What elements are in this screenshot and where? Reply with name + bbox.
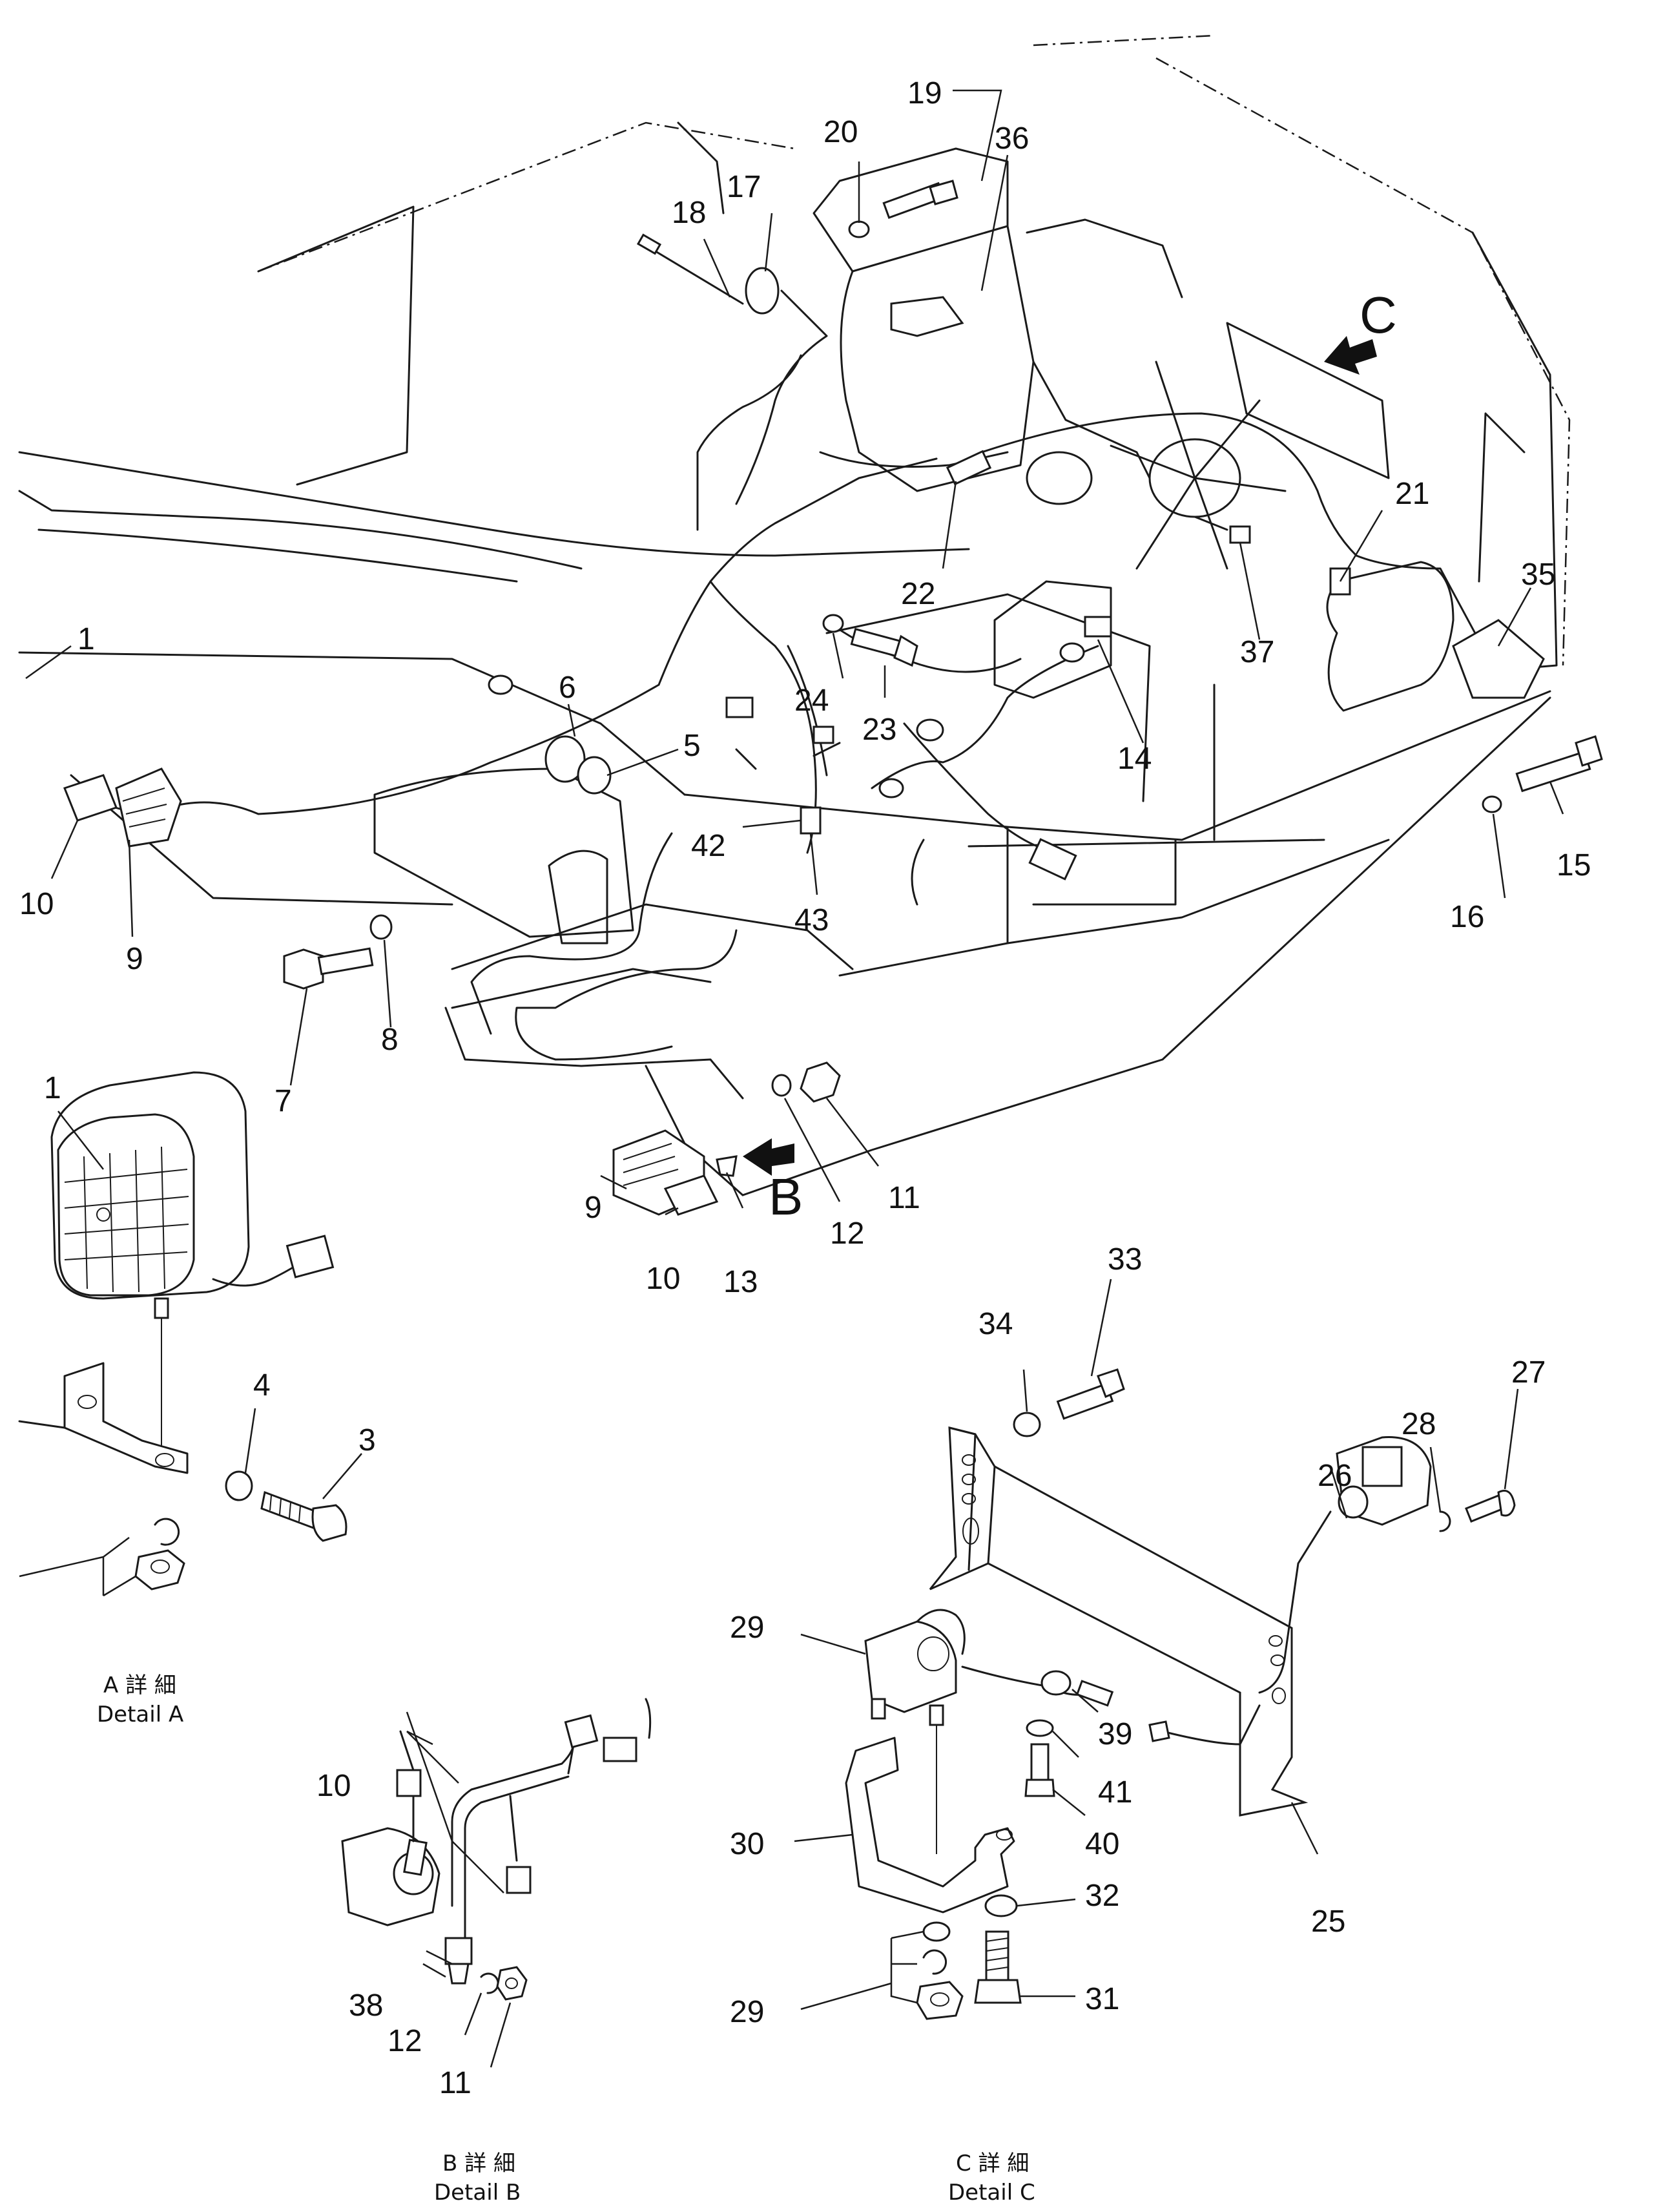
detail-a (18, 1071, 347, 1597)
detail-a-caption-en: Detail A (97, 1702, 183, 1727)
callout-35: 35 (1521, 558, 1555, 592)
machine-frame (18, 34, 1571, 1196)
callout-24: 24 (794, 683, 829, 718)
callout-30: 30 (730, 1827, 764, 1861)
callout-38: 38 (349, 1988, 383, 2023)
view-marker-c: C (1360, 286, 1397, 344)
callout-10: 10 (646, 1262, 680, 1296)
callout-6: 6 (559, 671, 576, 705)
callout-40: 40 (1085, 1827, 1119, 1861)
detail-c-caption-jp: C 詳 細 (956, 2151, 1029, 2176)
callout-43: 43 (794, 903, 829, 937)
callout-42: 42 (691, 829, 725, 863)
callout-28: 28 (1402, 1407, 1436, 1441)
callout-26: 26 (1318, 1459, 1352, 1493)
callout-10: 10 (316, 1769, 351, 1803)
fan (1110, 360, 1287, 570)
callout-18: 18 (672, 196, 706, 230)
callout-16: 16 (1450, 900, 1484, 934)
callout-25: 25 (1311, 1904, 1345, 1939)
callout-12: 12 (388, 2024, 422, 2058)
callout-1: 1 (44, 1071, 61, 1105)
callout-22: 22 (901, 577, 935, 611)
view-arrow-c (1324, 336, 1377, 375)
callout-9: 9 (585, 1191, 602, 1225)
callout-12: 12 (830, 1216, 864, 1251)
callout-41: 41 (1098, 1775, 1132, 1810)
view-arrow-b (743, 1138, 794, 1176)
callout-8: 8 (381, 1023, 398, 1057)
callout-11: 11 (439, 2066, 471, 2100)
callout-34: 34 (978, 1307, 1013, 1341)
detail-c (845, 1368, 1516, 2020)
callout-10: 10 (19, 887, 54, 921)
callout-15: 15 (1557, 848, 1591, 882)
callout-13: 13 (723, 1265, 758, 1299)
callout-7: 7 (274, 1084, 292, 1118)
detail-b (341, 1698, 652, 2001)
callout-1: 1 (78, 622, 95, 656)
callout-4: 4 (253, 1368, 271, 1403)
detail-captions: A 詳 細 Detail A B 詳 細 Detail B C 詳 細 Deta… (97, 1673, 1035, 2206)
callout-9: 9 (126, 942, 143, 976)
callout-5: 5 (683, 729, 701, 763)
callout-19: 19 (907, 76, 942, 110)
callout-29: 29 (730, 1995, 764, 2029)
leader-lines (25, 89, 1564, 2068)
callout-14: 14 (1117, 742, 1152, 776)
callout-17: 17 (727, 170, 761, 204)
detail-c-caption-en: Detail C (948, 2180, 1035, 2206)
callout-11: 11 (888, 1181, 920, 1215)
callout-27: 27 (1511, 1355, 1546, 1390)
detail-b-caption-jp: B 詳 細 (442, 2151, 515, 2176)
callout-labels: 1 1 3 4 5 6 7 8 9 9 10 10 10 11 11 12 12… (19, 76, 1591, 2100)
detail-a-caption-jp: A 詳 細 (103, 1673, 176, 1698)
view-marker-b: B (769, 1168, 803, 1226)
callout-20: 20 (823, 115, 858, 149)
main-parts (63, 180, 1603, 1216)
callout-31: 31 (1085, 1982, 1119, 2016)
callout-32: 32 (1085, 1879, 1119, 1913)
wiring-harness (83, 289, 1487, 1061)
callout-21: 21 (1395, 477, 1429, 511)
detail-b-caption-en: Detail B (434, 2180, 521, 2206)
callout-37: 37 (1240, 635, 1274, 669)
callout-23: 23 (862, 713, 896, 747)
callout-29: 29 (730, 1611, 764, 1645)
callout-3: 3 (358, 1423, 376, 1457)
callout-39: 39 (1098, 1717, 1132, 1751)
callout-33: 33 (1108, 1242, 1142, 1277)
callout-36: 36 (995, 121, 1029, 156)
